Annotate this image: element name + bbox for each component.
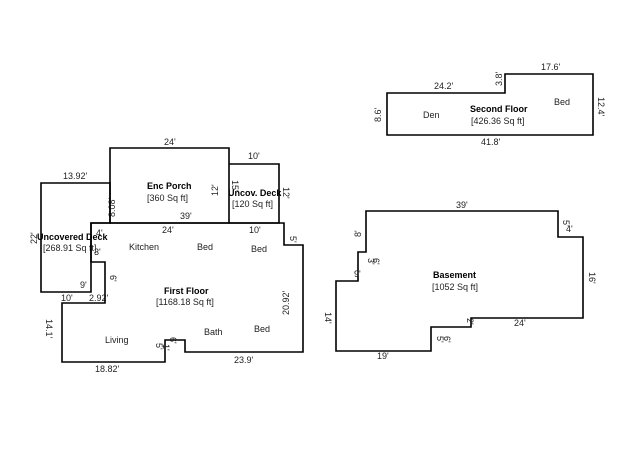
dim-label: 12' — [281, 187, 291, 199]
dim-label: 5' — [561, 220, 571, 227]
dim-label: 6' — [371, 258, 381, 265]
room-label: Bed — [554, 97, 570, 107]
dim-label: 4' — [96, 228, 103, 238]
dim-label: 8.6' — [373, 107, 383, 122]
floor-area: [360 Sq ft] — [147, 193, 188, 203]
dim-label: 16' — [587, 272, 597, 284]
dim-label: 24' — [164, 137, 176, 147]
floor-area: [120 Sq ft] — [232, 199, 273, 209]
dim-label: 24.2' — [434, 81, 454, 91]
room-label: Kitchen — [129, 242, 159, 252]
dim-label: 5' — [154, 343, 164, 350]
floor-title: Enc Porch — [147, 181, 192, 191]
floor-title: Uncov. Deck — [228, 188, 282, 198]
dim-label: 14.1' — [44, 319, 54, 339]
first-floor-outline — [61, 222, 304, 363]
floor-area: [268.91 Sq ft] — [43, 243, 97, 253]
dim-label: 17.6' — [541, 62, 561, 72]
dim-label: 3' — [94, 247, 101, 257]
dim-label: 8.08' — [107, 197, 117, 217]
dim-label: 5' — [288, 236, 298, 243]
dim-label: 4' — [566, 224, 573, 234]
floor-title: Uncovered Deck — [37, 232, 109, 242]
dim-label: 12' — [210, 184, 220, 196]
floor-title: Basement — [433, 270, 476, 280]
floor-area: [1052 Sq ft] — [432, 282, 478, 292]
dim-label: 8' — [353, 230, 363, 237]
dim-label: 9' — [80, 280, 87, 290]
uncovered-deck-plan: 13.92' 22' 4' 9' 10' 2.92' 3' Uncovered … — [29, 171, 111, 303]
second-floor-outline — [386, 73, 594, 136]
room-label: Bed — [197, 242, 213, 252]
room-label: Living — [105, 335, 129, 345]
dim-label: 6' — [168, 337, 178, 344]
enc-porch-plan: 24' 8.08' 12' 39' 15' Enc Porch [360 Sq … — [107, 137, 240, 224]
dim-label: 9' — [354, 269, 361, 279]
dim-label: 6' — [442, 336, 452, 343]
basement-plan: 39' 5' 4' 16' 24' 2' 6' 5' 19' 14' 9' 3'… — [323, 200, 597, 361]
dim-label: 10' — [248, 151, 260, 161]
dim-label: 24' — [162, 225, 174, 235]
dim-label: 23.9' — [234, 355, 254, 365]
dim-label: 39' — [180, 211, 192, 221]
room-label: Bath — [204, 327, 223, 337]
floor-title: Second Floor — [470, 104, 528, 114]
dim-label: 14' — [323, 312, 333, 324]
basement-outline — [335, 210, 584, 352]
dim-label: 2' — [465, 318, 475, 325]
dim-label: 10' — [61, 293, 73, 303]
floor-title: First Floor — [164, 286, 209, 296]
dim-label: 22' — [29, 232, 39, 244]
first-floor-plan: 24' 5' 20.92' 23.9' 18.82' 14.1' 6' 6' 1… — [44, 222, 304, 374]
dim-label: 24' — [514, 318, 526, 328]
dim-label: 41.8' — [481, 137, 501, 147]
room-label: Bed — [254, 324, 270, 334]
dim-label: 12.4' — [596, 97, 606, 117]
dim-label: 10' — [249, 225, 261, 235]
dim-label: 3' — [366, 258, 376, 265]
room-label: Den — [423, 110, 440, 120]
dim-label: 3.8' — [494, 71, 504, 86]
floor-area: [426.36 Sq ft] — [471, 116, 525, 126]
dim-label: 39' — [456, 200, 468, 210]
dim-label: 13.92' — [63, 171, 88, 181]
floor-area: [1168.18 Sq ft] — [156, 297, 214, 307]
dim-label: 19' — [377, 351, 389, 361]
dim-label: 5' — [435, 336, 445, 343]
dim-label: 1' — [161, 344, 171, 351]
dim-label: 20.92' — [281, 290, 291, 315]
dim-label: 18.82' — [95, 364, 120, 374]
dim-label: 15' — [230, 180, 240, 192]
dim-label: 6' — [108, 275, 118, 282]
dim-label: 2.92' — [89, 293, 109, 303]
second-floor-plan: 24.2' 3.8' 17.6' 12.4' 41.8' 8.6' Second… — [373, 62, 606, 147]
room-label: Bed — [251, 244, 267, 254]
